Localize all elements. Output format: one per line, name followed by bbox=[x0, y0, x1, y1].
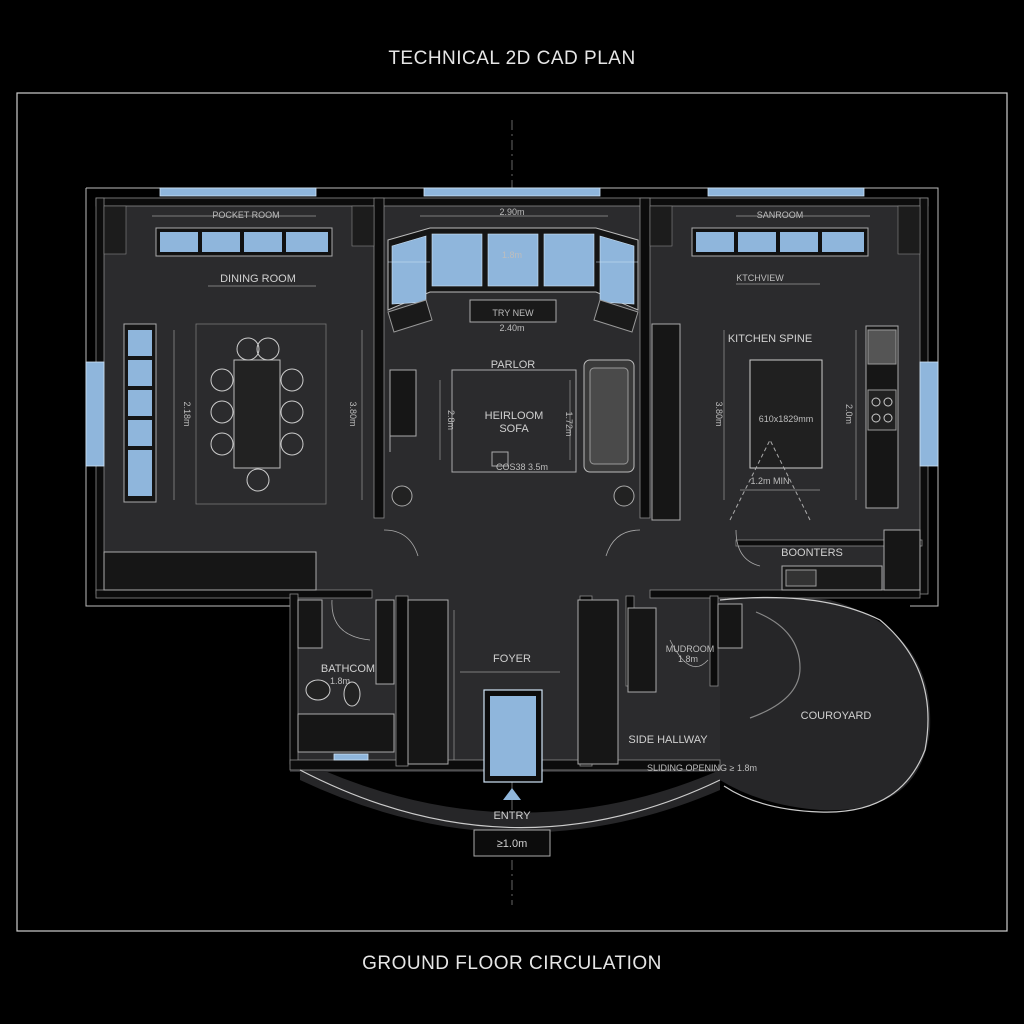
foyer bbox=[407, 599, 619, 800]
plant-icon bbox=[391, 485, 413, 507]
heirloom-sofa-label-1: HEIRLOOM bbox=[485, 410, 544, 422]
drawing-frame bbox=[16, 92, 1008, 932]
courtyard-label: COUROYARD bbox=[801, 710, 872, 722]
sunroom-windows bbox=[691, 227, 869, 257]
dim-parlor-top: 2.90m bbox=[499, 207, 524, 217]
sink-icon bbox=[785, 569, 817, 587]
pillars bbox=[103, 205, 921, 255]
building-outline-left bbox=[85, 188, 290, 607]
entry-door-glass bbox=[490, 696, 536, 776]
dim-bay-inner: 1.8m bbox=[502, 250, 522, 260]
dim-entry-width: ≥1.0m bbox=[497, 838, 528, 850]
doors bbox=[331, 529, 761, 667]
parlor-label: PARLOR bbox=[491, 359, 535, 371]
dim-parlor-left: 2.8m bbox=[446, 410, 456, 430]
heirloom-sofa-label-2: SOFA bbox=[499, 423, 529, 435]
kitchen bbox=[651, 215, 921, 591]
page-subtitle: GROUND FLOOR CIRCULATION bbox=[362, 953, 662, 974]
pocket-room-label: POCKET ROOM bbox=[212, 210, 279, 220]
counters-label: BOONTERS bbox=[781, 547, 843, 559]
dining-room bbox=[103, 215, 363, 591]
mudroom-label: MUDROOM bbox=[666, 644, 715, 654]
dining-room-label: DINING ROOM bbox=[220, 273, 296, 285]
dim-kitchen-clearance: 1.2m MIN bbox=[750, 476, 789, 486]
foyer-label: FOYER bbox=[493, 653, 531, 665]
plant-icon bbox=[613, 485, 635, 507]
bathroom-label: BATHCOM bbox=[321, 663, 375, 675]
bathroom bbox=[297, 599, 395, 753]
dim-kitchen-left: 3.80m bbox=[714, 401, 724, 426]
entry-label: ENTRY bbox=[493, 810, 531, 822]
courtyard-walls bbox=[299, 596, 929, 829]
dim-kitchen-right: 2.0m bbox=[844, 404, 854, 424]
dim-parlor-right: 1.72m bbox=[564, 411, 574, 436]
kitchen-view-label: KTCHVIEW bbox=[736, 273, 784, 283]
page-title: TECHNICAL 2D CAD PLAN bbox=[388, 48, 636, 69]
kitchen-spine-label: KITCHEN SPINE bbox=[728, 333, 812, 345]
side-hallway-label: SIDE HALLWAY bbox=[628, 734, 708, 746]
parlor bbox=[389, 215, 635, 507]
dim-bay-depth: 2.40m bbox=[499, 323, 524, 333]
bay-window-label: TRY NEW bbox=[492, 308, 534, 318]
dim-dining-depth: 2.18m bbox=[182, 401, 192, 426]
dim-sliding-opening: SLIDING OPENING ≥ 1.8m bbox=[647, 763, 757, 773]
mudroom bbox=[627, 603, 743, 693]
dim-dining-right: 3.80m bbox=[348, 401, 358, 426]
exterior-windows bbox=[85, 187, 939, 761]
dim-bathroom: 1.8m bbox=[330, 676, 350, 686]
bay-window bbox=[387, 227, 639, 333]
dim-coffee-table: COS38 3.5m bbox=[496, 462, 548, 472]
dim-kitchen-island: 610x1829mm bbox=[759, 414, 814, 424]
triangle-up-icon bbox=[503, 788, 521, 800]
sunroom-label: SANROOM bbox=[757, 210, 804, 220]
pocket-room-windows bbox=[155, 227, 333, 257]
dim-mudroom: 1.8m bbox=[678, 654, 698, 664]
entry-dimension-box bbox=[473, 829, 551, 857]
toilet-icon bbox=[305, 679, 331, 701]
cooktop-icon bbox=[867, 389, 897, 431]
